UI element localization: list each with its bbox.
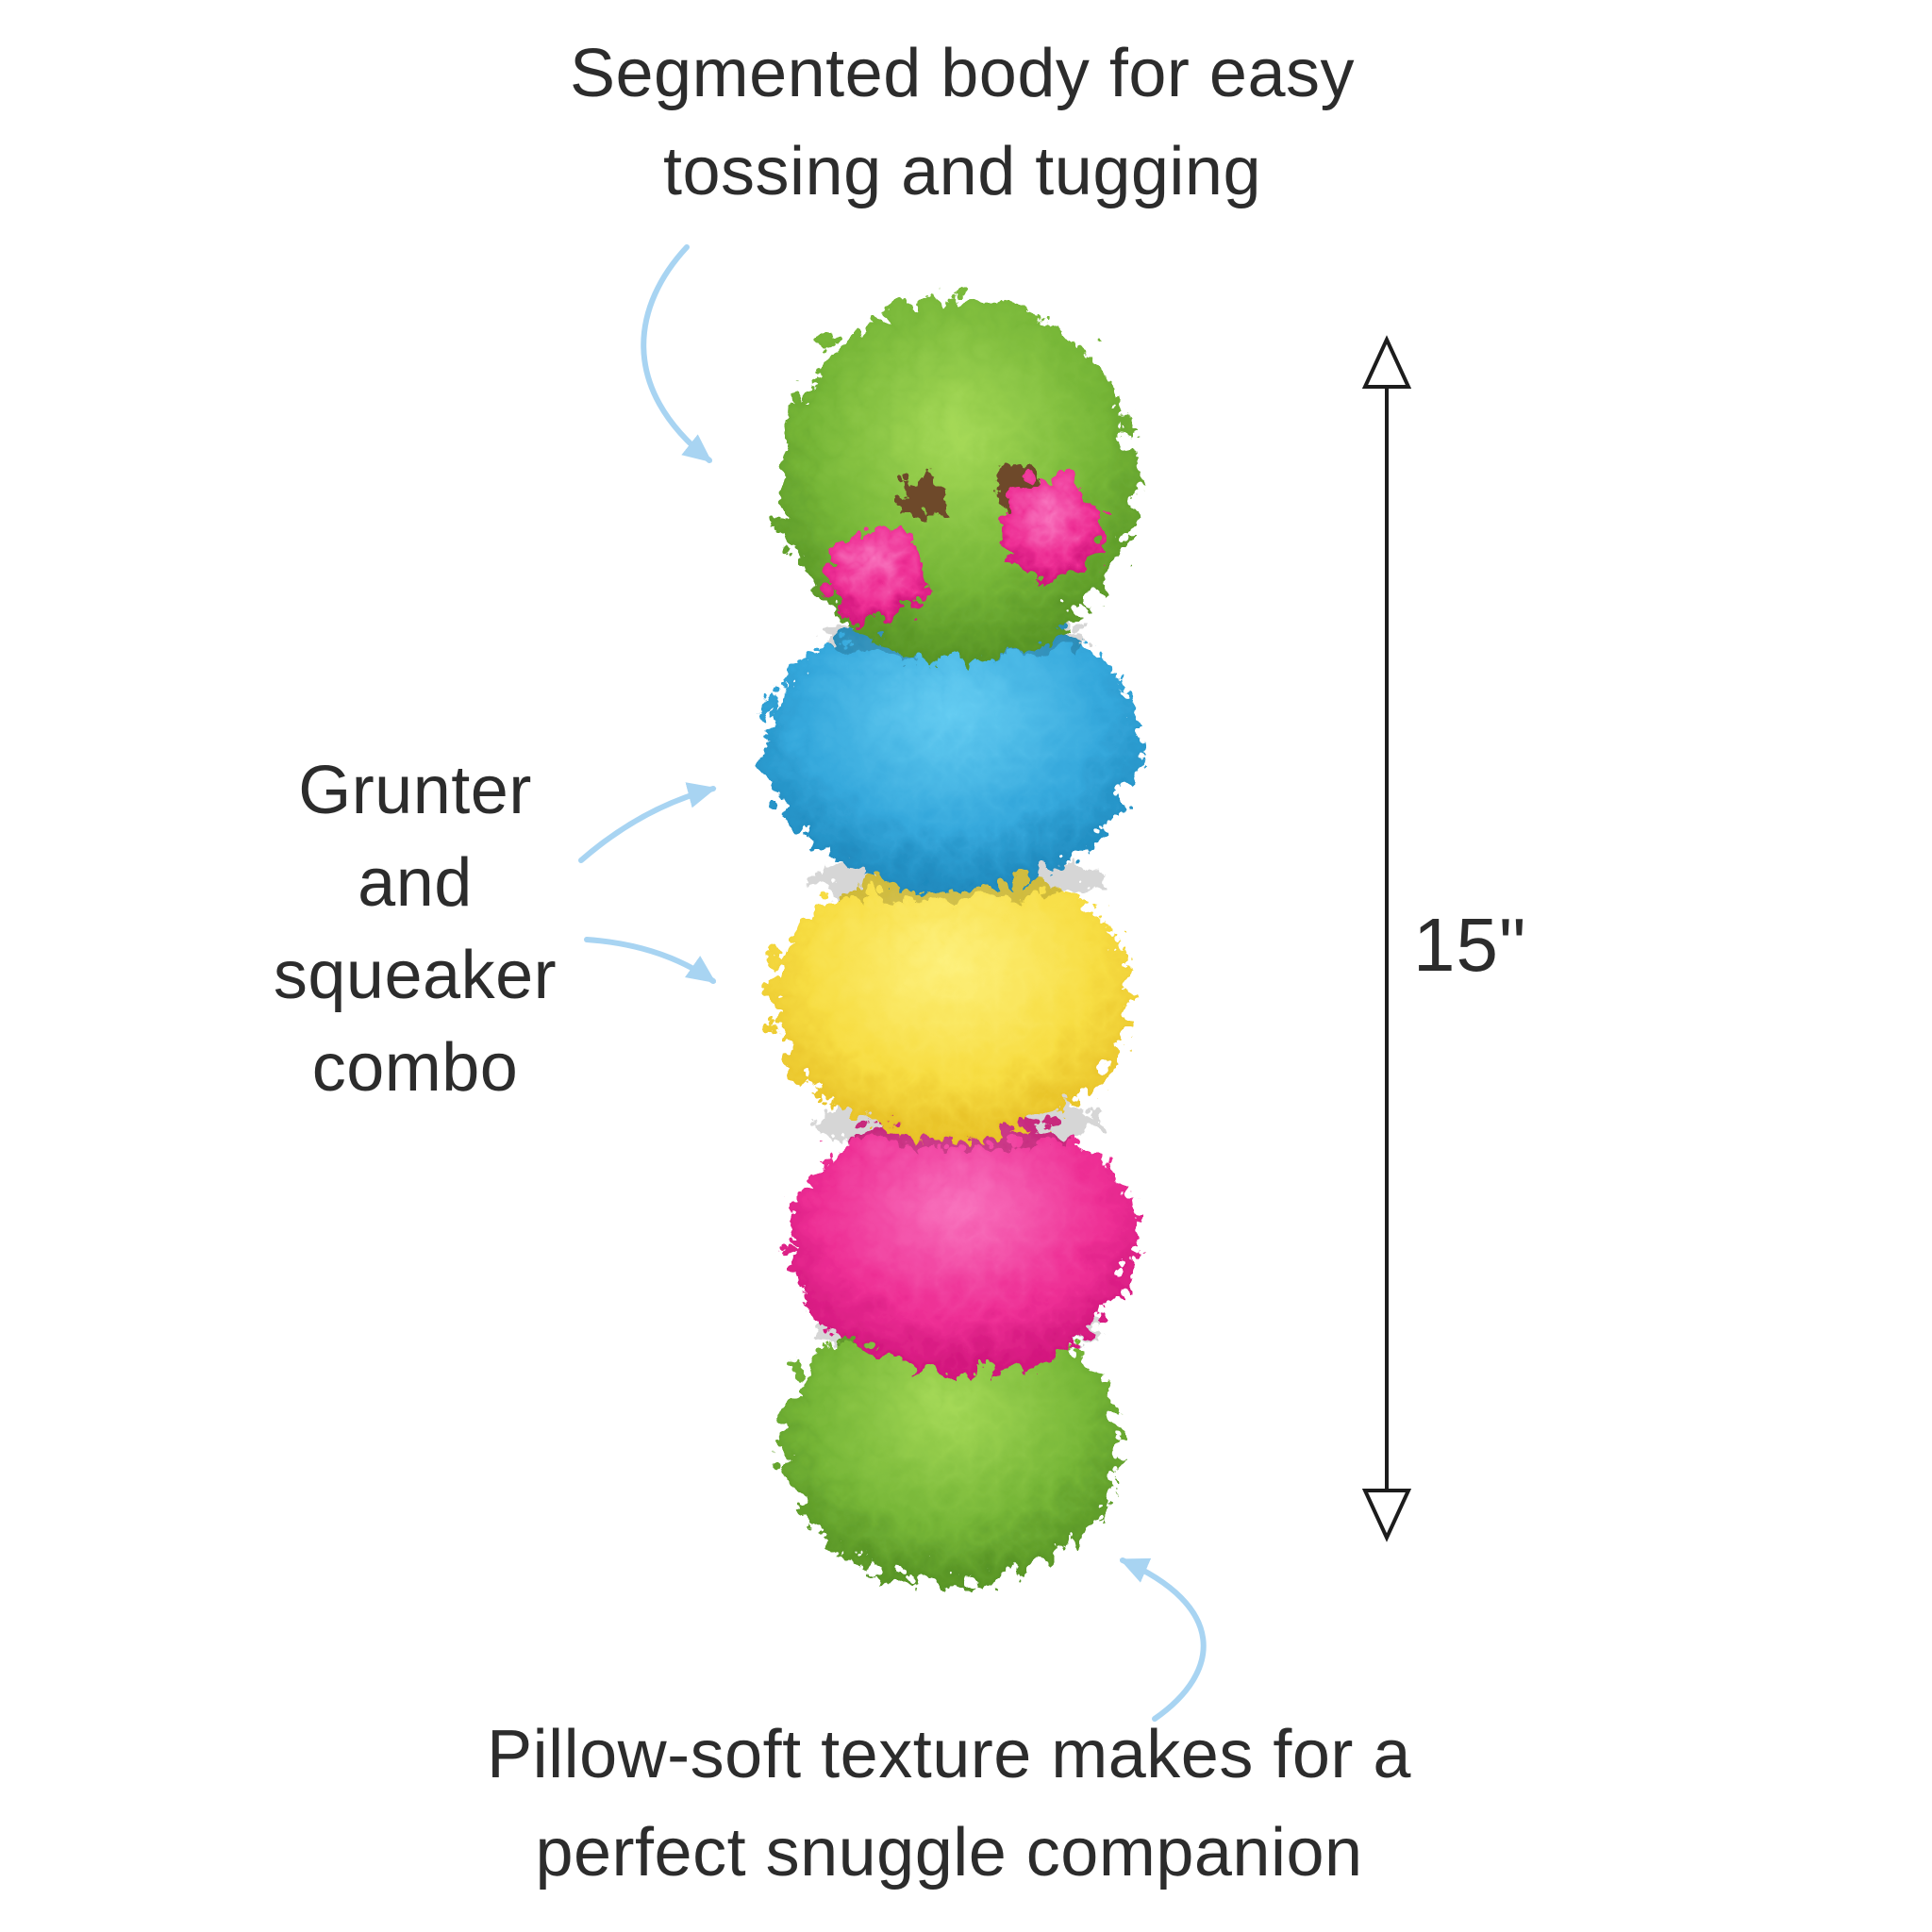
toy-body-segment-yellow xyxy=(764,851,1123,1130)
measurement-arrowhead-bottom-icon xyxy=(1361,1489,1412,1542)
annotation-grunter-line4: combo xyxy=(311,1029,519,1106)
annotation-grunter-squeaker: Grunter and squeaker combo xyxy=(113,745,717,1115)
annotation-segmented-body: Segmented body for easy tossing and tugg… xyxy=(349,25,1575,222)
annotation-segmented-body-line1: Segmented body for easy xyxy=(569,36,1355,111)
pointer-arrow-squeaker xyxy=(584,937,717,984)
pointer-arrow-pillow-soft xyxy=(1119,1557,1207,1722)
annotation-grunter-line3: squeaker xyxy=(273,937,558,1013)
pointer-arrows xyxy=(578,244,1207,1722)
plush-caterpillar-toy xyxy=(757,291,1130,1577)
annotation-grunter-line1: Grunter xyxy=(298,753,532,828)
pointer-arrow-grunter xyxy=(578,782,717,863)
pointer-arrow-segmented-body xyxy=(641,244,712,463)
measurement-arrowhead-top-icon xyxy=(1361,335,1412,389)
toy-body-segment-pink xyxy=(778,1100,1127,1364)
toy-ear-tuft-left xyxy=(819,517,917,615)
annotation-pillow-soft-line1: Pillow-soft texture makes for a xyxy=(487,1717,1411,1792)
annotation-pillow-soft: Pillow-soft texture makes for a perfect … xyxy=(236,1706,1662,1903)
height-measurement-label: 15" xyxy=(1413,903,1527,987)
toy-eye-left xyxy=(888,470,939,511)
annotation-grunter-line2: and xyxy=(358,844,473,921)
annotation-segmented-body-line2: tossing and tugging xyxy=(663,134,1261,210)
toy-head-segment-green xyxy=(770,291,1128,653)
annotation-pillow-soft-line2: perfect snuggle companion xyxy=(535,1815,1363,1891)
measurement-arrow xyxy=(1361,335,1412,1542)
toy-body-segment-blue xyxy=(757,594,1130,881)
toy-body-segment-green-bottom xyxy=(774,1291,1110,1577)
toy-ear-tuft-right xyxy=(991,469,1094,573)
